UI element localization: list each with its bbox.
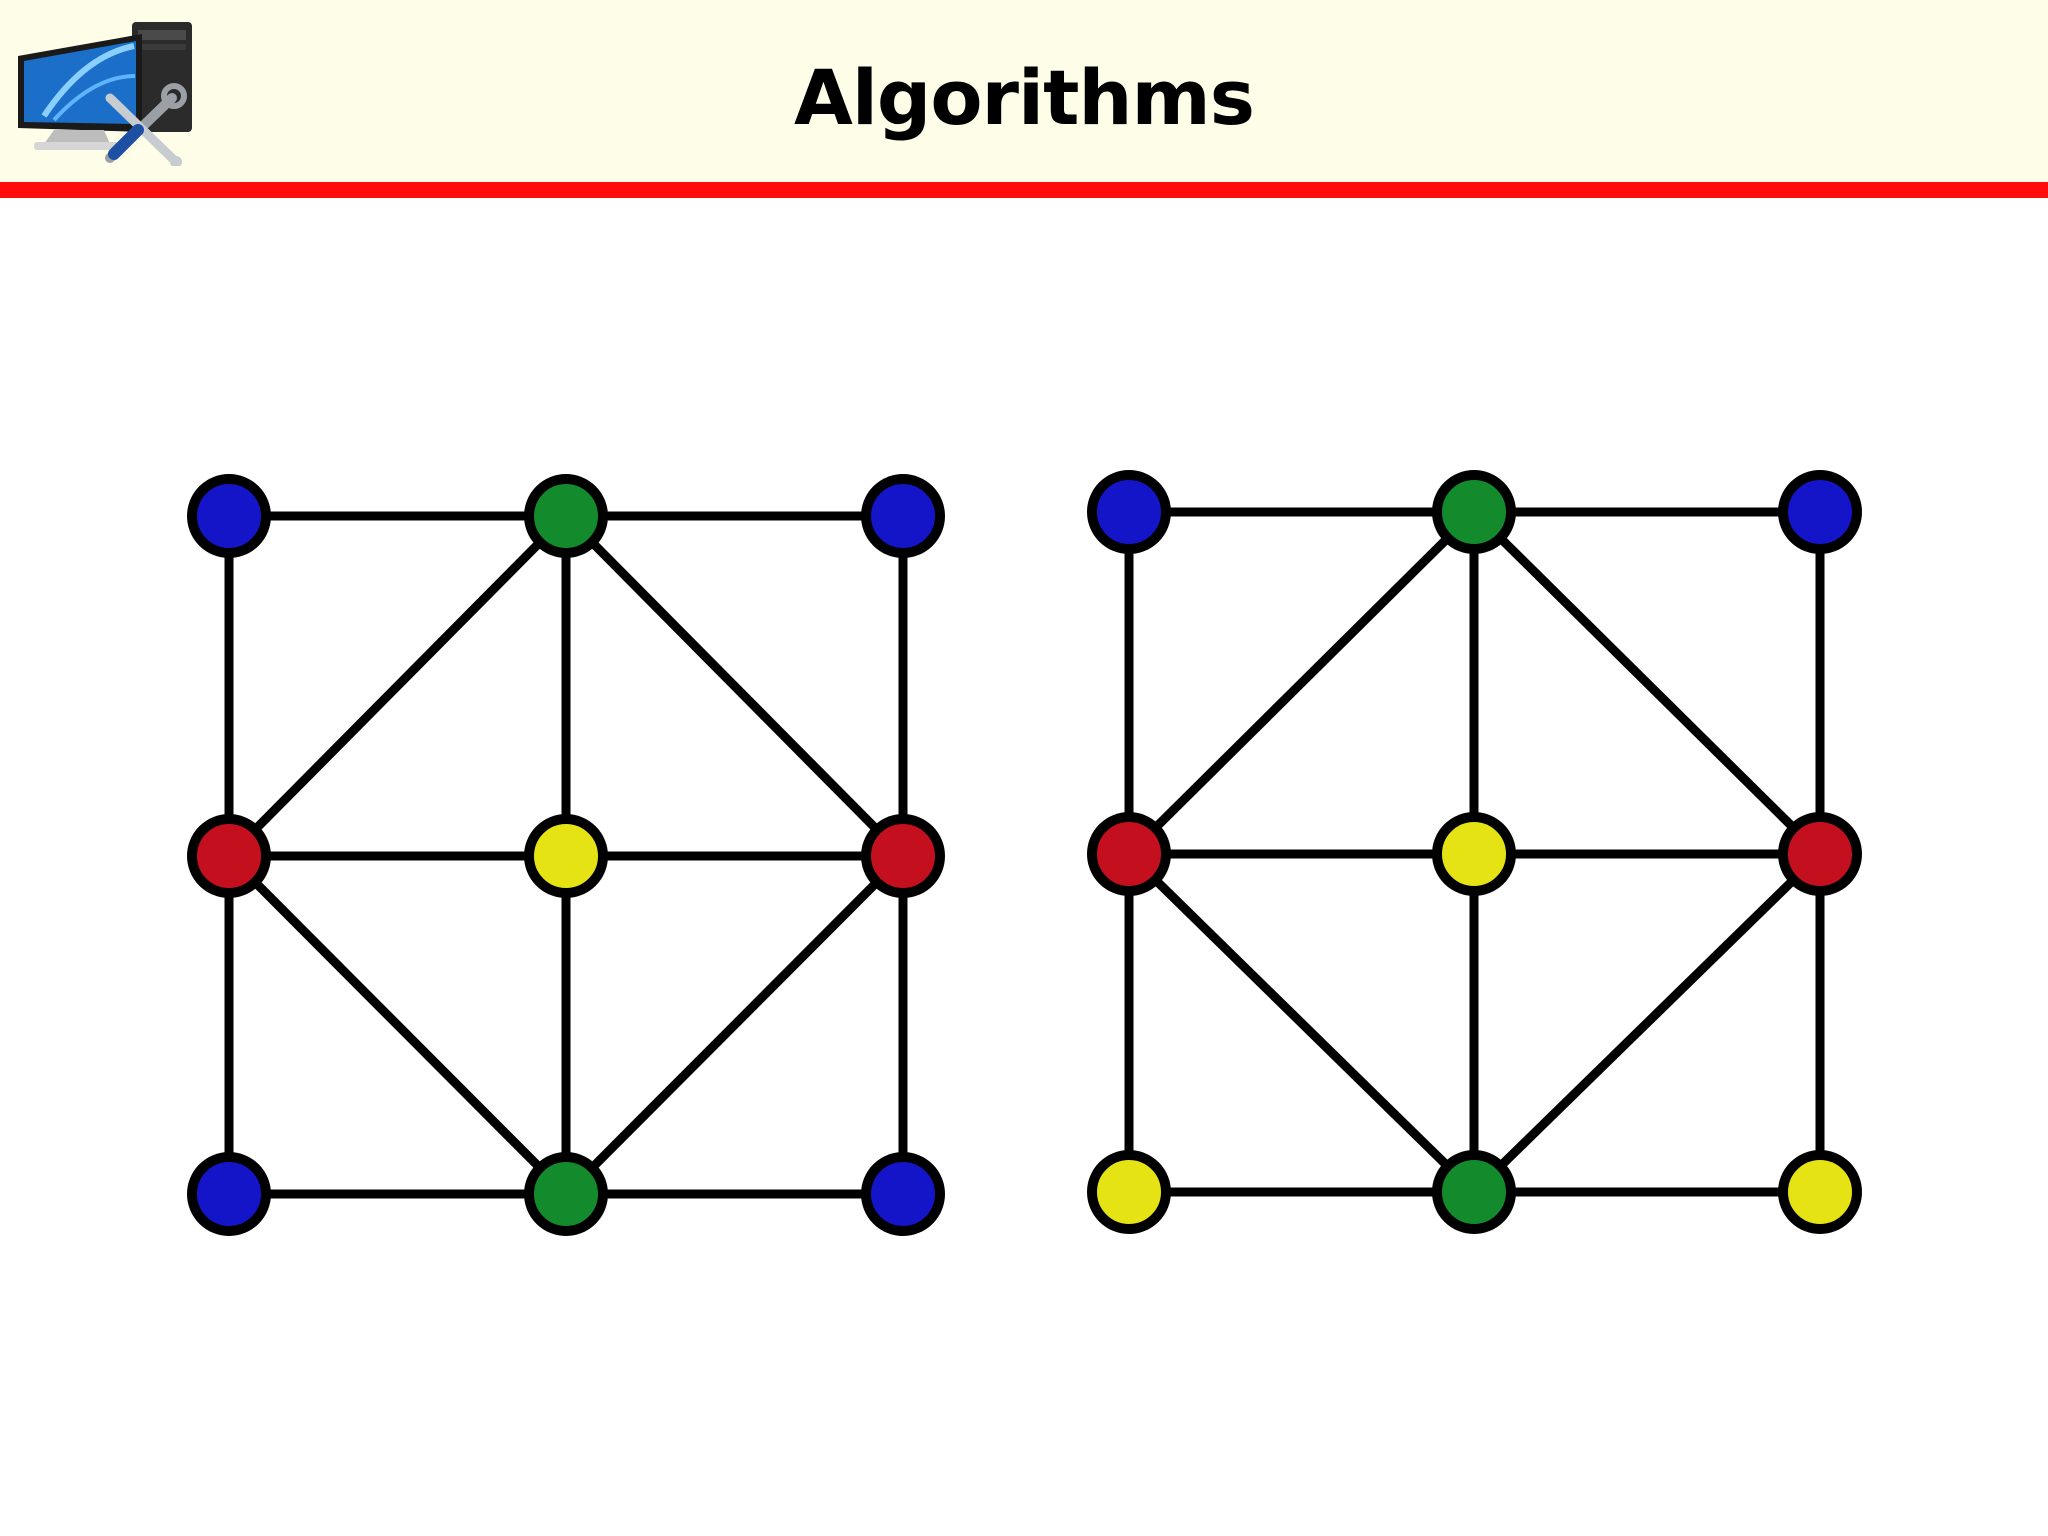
graph-node-center-yellow — [524, 814, 608, 898]
graph-node-bottom-right-yellow — [1778, 1150, 1862, 1234]
graph-node-center-yellow — [1432, 812, 1516, 896]
graph-edge — [224, 511, 571, 861]
graph-edge — [1469, 849, 1825, 1197]
graph-node-top-left-blue — [187, 474, 271, 558]
graph-node-top-middle-green — [1432, 470, 1516, 554]
graph-edge — [224, 851, 571, 1199]
graph-node-middle-right-red — [1778, 812, 1862, 896]
graph-node-bottom-left-yellow — [1087, 1150, 1171, 1234]
graph-node-top-left-blue — [1087, 470, 1171, 554]
graph-node-bottom-middle-green — [524, 1152, 608, 1236]
page-title: Algorithms — [794, 53, 1255, 142]
graph-edge — [561, 511, 908, 861]
graph-edge — [561, 851, 908, 1199]
graph-node-top-middle-green — [524, 474, 608, 558]
graph-node-top-right-blue — [1778, 470, 1862, 554]
computer-tools-icon — [18, 22, 192, 166]
graph-node-middle-left-red — [1087, 812, 1171, 896]
header-divider — [0, 182, 2048, 198]
graph-right — [1087, 470, 1862, 1234]
graph-node-top-right-blue — [861, 474, 945, 558]
graph-edge — [1469, 507, 1825, 859]
graph-edge — [1124, 849, 1479, 1197]
graph-node-middle-right-red — [861, 814, 945, 898]
graph-node-bottom-right-blue — [861, 1152, 945, 1236]
graph-node-middle-left-red — [187, 814, 271, 898]
slide-header: Algorithms — [0, 0, 2048, 182]
graph-left — [187, 474, 945, 1236]
graph-node-bottom-middle-green — [1432, 1150, 1516, 1234]
graph-edge — [1124, 507, 1479, 859]
graph-node-bottom-left-blue — [187, 1152, 271, 1236]
